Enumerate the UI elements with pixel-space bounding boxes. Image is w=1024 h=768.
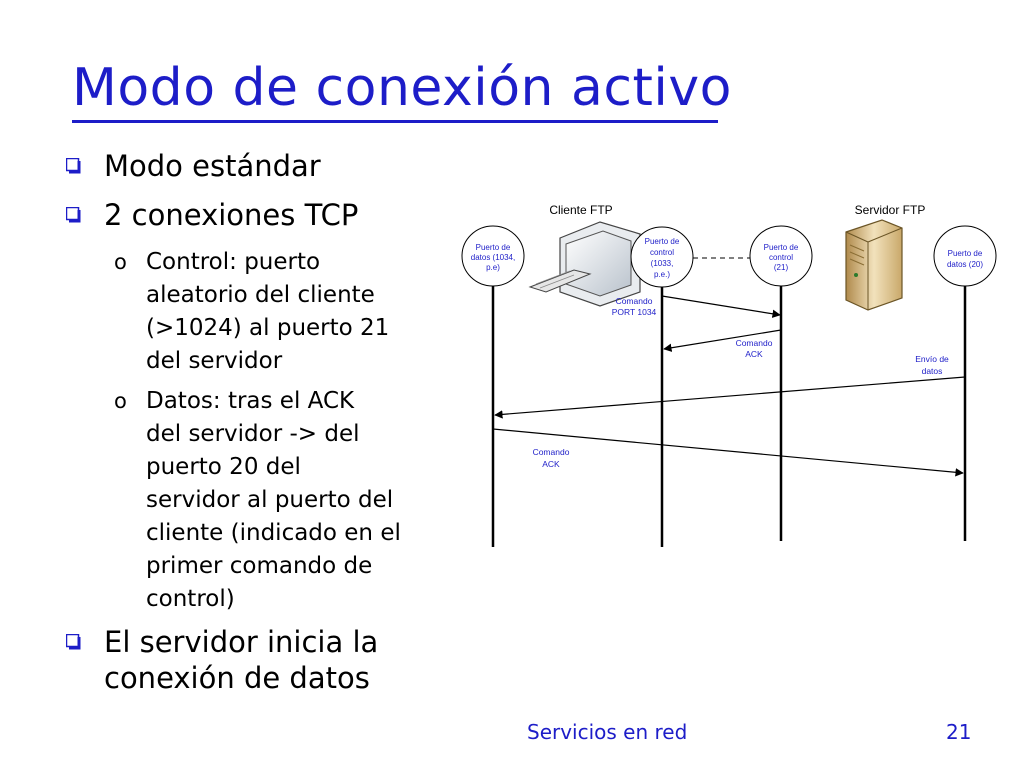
port-server-control: Puerto de control (21) — [749, 225, 813, 287]
message-label-line: Comando — [616, 296, 653, 306]
ack-command-arrow — [663, 329, 782, 352]
port-label-line: datos (20) — [947, 260, 983, 269]
checkbox-bullet-icon — [66, 634, 81, 650]
subbullet-data: o Datos: tras el ACK del servidor -> del… — [62, 385, 452, 616]
port-client-data: Puerto de datos (1034, p.e) — [461, 225, 525, 287]
line: del servidor — [146, 348, 283, 374]
port-label-line: p.e) — [486, 263, 500, 272]
line: aleatorio del cliente — [146, 282, 375, 308]
subbullet-control: o Control: puerto aleatorio del cliente … — [62, 246, 452, 378]
checkbox-bullet-icon — [66, 207, 81, 223]
line: El servidor inicia la — [104, 625, 379, 659]
port-label-line: (1033, — [651, 259, 674, 268]
title-underline — [72, 120, 718, 123]
port-label-line: Puerto de — [764, 243, 799, 252]
port-server-data: Puerto de datos (20) — [933, 225, 997, 287]
bullet-list: Modo estándar 2 conexiones TCP o Control… — [62, 148, 452, 709]
line: cliente (indicado en el — [146, 520, 401, 546]
data-send-arrow — [494, 376, 966, 419]
message-label-line: Comando — [533, 447, 570, 457]
port-label-line: control — [650, 248, 674, 257]
port-label-line: control — [769, 253, 793, 262]
message-label-line: ACK — [745, 349, 763, 359]
bullet-tcp-connections: 2 conexiones TCP — [62, 197, 452, 233]
line: puerto 20 del — [146, 454, 301, 480]
line: Control: puerto — [146, 249, 321, 275]
bullet-standard-mode: Modo estándar — [62, 148, 452, 184]
bullet-server-initiates: El servidor inicia la conexión de datos — [62, 624, 452, 696]
footer-page-number: 21 — [946, 720, 972, 744]
client-computer-icon — [528, 221, 641, 307]
message-label-line: Comando — [736, 338, 773, 348]
checkbox-bullet-icon — [66, 158, 81, 174]
message-label-line: ACK — [542, 459, 560, 469]
slide-title: Modo de conexión activo — [72, 58, 732, 118]
port-label-line: Puerto de — [476, 243, 511, 252]
ack-command-arrow-2 — [492, 428, 964, 477]
line: conexión de datos — [104, 661, 370, 695]
circle-bullet-icon: o — [114, 250, 127, 274]
bullet-text: Modo estándar — [104, 149, 321, 183]
port-command-arrow — [661, 295, 781, 318]
client-label: Cliente FTP — [549, 203, 612, 217]
bullet-text: 2 conexiones TCP — [104, 198, 359, 232]
line: del servidor -> del — [146, 421, 360, 447]
server-label: Servidor FTP — [855, 203, 926, 217]
line: control) — [146, 586, 235, 612]
line: primer comando de — [146, 553, 373, 579]
port-label-line: (21) — [774, 263, 789, 272]
footer-course-title: Servicios en red — [527, 720, 688, 744]
line: Datos: tras el ACK — [146, 388, 355, 414]
message-label-line: PORT 1034 — [612, 307, 657, 317]
message-label-line: datos — [922, 366, 943, 376]
port-label-line: datos (1034, — [471, 253, 515, 262]
line: (>1024) al puerto 21 — [146, 315, 390, 341]
port-client-control: Puerto de control (1033, p.e.) — [630, 226, 694, 288]
line: servidor al puerto del — [146, 487, 394, 513]
circle-bullet-icon: o — [114, 389, 127, 413]
port-label-line: p.e.) — [654, 270, 670, 279]
server-tower-icon — [845, 219, 903, 311]
message-label-line: Envío de — [915, 354, 949, 364]
port-label-line: Puerto de — [948, 249, 983, 258]
port-label-line: Puerto de — [645, 237, 680, 246]
